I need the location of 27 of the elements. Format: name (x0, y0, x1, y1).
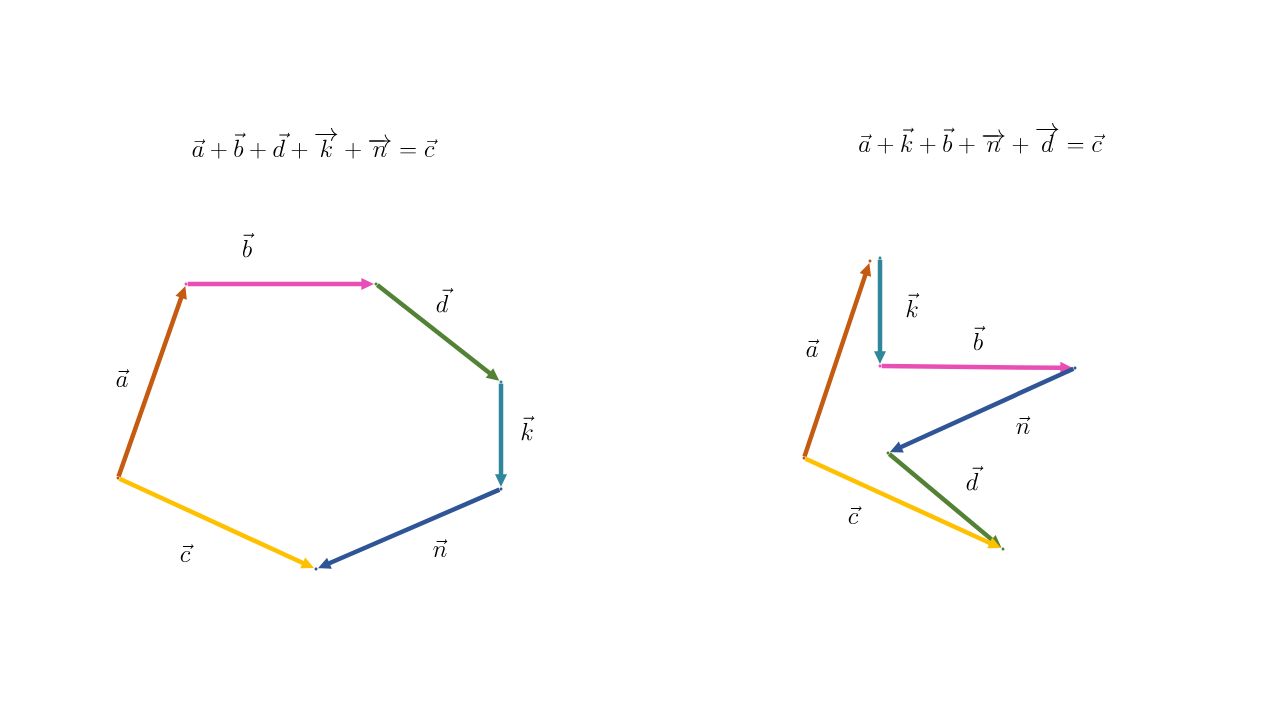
vertex-point (878, 364, 882, 368)
edge-label: $\vec{k}$ (521, 415, 535, 441)
edge-label: $\vec{b}$ (242, 232, 255, 258)
edge-label: $\vec{b}$ (973, 325, 986, 351)
vertex-point (314, 567, 318, 571)
edge-label: $\vec{a}$ (806, 339, 820, 358)
vertex-point (802, 456, 806, 460)
edge-label: $\vec{c}$ (848, 506, 862, 525)
vertex-point (868, 259, 872, 263)
vertex-point (184, 282, 188, 286)
vertex-point (878, 256, 882, 260)
equation: $\vec{a}+\vec{b}+\vec{d}+\overrightarrow{k}+\overrightarrow{n}=\vec{c}$ (192, 128, 438, 159)
vertex-point (374, 282, 378, 286)
equation: $\vec{a}+\vec{k}+\vec{b}+\overrightarrow{n}+\overrightarrow{d}=\vec{c}$ (859, 123, 1106, 154)
edge-label: $\vec{n}$ (1016, 416, 1031, 435)
edge-label: $\vec{d}$ (436, 287, 454, 313)
edge-label: $\vec{k}$ (906, 292, 920, 318)
edge-label: $\vec{n}$ (433, 539, 448, 558)
edge-label: $\vec{c}$ (180, 544, 194, 563)
vertex-point (116, 476, 120, 480)
vertex-point (499, 380, 503, 384)
vertex-point (499, 487, 503, 491)
vertex-point (1001, 547, 1005, 551)
vertex-point (886, 451, 890, 455)
edge-label: $\vec{a}$ (116, 369, 130, 388)
edge-label: $\vec{d}$ (966, 465, 984, 491)
vertex-point (1073, 366, 1077, 370)
